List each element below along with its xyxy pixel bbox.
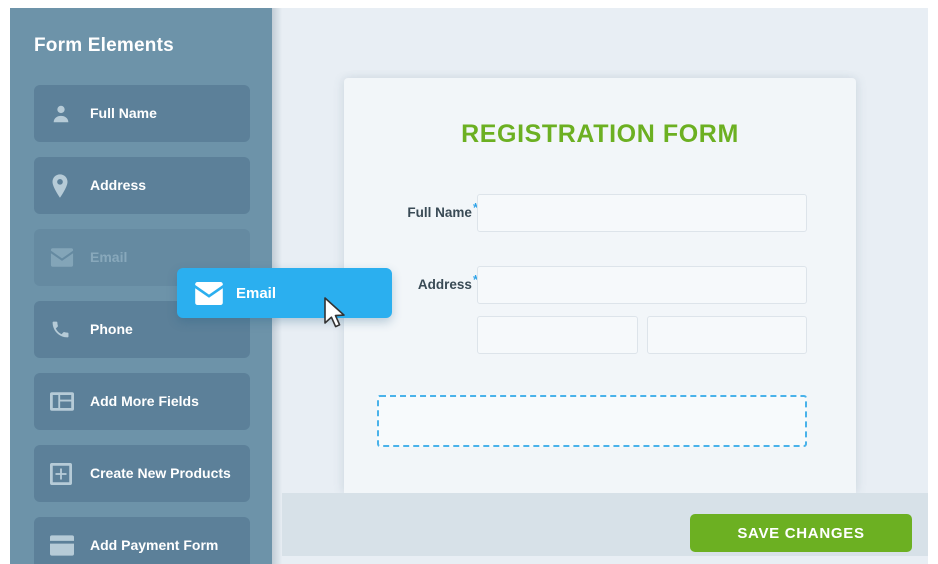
drag-chip-label: Email (236, 284, 277, 302)
sidebar-item-label: Create New Products (90, 465, 231, 481)
drop-zone[interactable] (377, 395, 807, 447)
form-elements-list: Full Name Address Email (34, 85, 250, 564)
sidebar-item-label: Phone (90, 321, 133, 337)
sidebar-item-create-new-products[interactable]: Create New Products (34, 445, 250, 502)
sidebar-item-label: Email (90, 249, 128, 265)
registration-form-card: REGISTRATION FORM Full Name* Address* (344, 78, 856, 493)
user-icon (50, 103, 90, 125)
plus-square-icon (50, 462, 90, 485)
table-list-icon (50, 392, 90, 411)
main-content: REGISTRATION FORM Full Name* Address* (282, 8, 928, 564)
sidebar-item-label: Full Name (90, 105, 157, 121)
sidebar-item-label: Add Payment Form (90, 537, 219, 553)
address-line2-input[interactable] (477, 316, 638, 354)
sidebar-item-label: Add More Fields (90, 393, 199, 409)
field-label-text: Address (417, 277, 472, 292)
page-frame: Form Elements Full Name Address (10, 8, 928, 564)
sidebar-item-label: Address (90, 177, 147, 193)
field-label-full-name: Full Name* (407, 201, 478, 221)
sidebar-item-add-payment-form[interactable]: Add Payment Form (34, 517, 250, 564)
field-label-text: Full Name (407, 205, 472, 220)
full-name-input[interactable] (477, 194, 807, 232)
sidebar-item-address[interactable]: Address (34, 157, 250, 214)
form-title: REGISTRATION FORM (461, 120, 739, 148)
save-changes-button[interactable]: SAVE CHANGES (690, 514, 912, 552)
drag-preview-email-chip[interactable]: Email (177, 268, 392, 318)
sidebar-item-full-name[interactable]: Full Name (34, 85, 250, 142)
sidebar-item-add-more-fields[interactable]: Add More Fields (34, 373, 250, 430)
required-marker: * (472, 199, 478, 215)
envelope-icon (194, 281, 228, 305)
phone-icon (50, 319, 90, 340)
address-line1-input[interactable] (477, 266, 807, 304)
payment-card-icon (50, 535, 90, 556)
sidebar: Form Elements Full Name Address (10, 8, 272, 564)
field-label-address: Address* (417, 273, 478, 293)
address-line3-input[interactable] (647, 316, 807, 354)
envelope-icon (50, 248, 90, 267)
footer-bar: SAVE CHANGES (282, 493, 928, 556)
required-marker: * (472, 271, 478, 287)
page-title: Form Elements (34, 35, 174, 56)
location-pin-icon (50, 173, 90, 198)
